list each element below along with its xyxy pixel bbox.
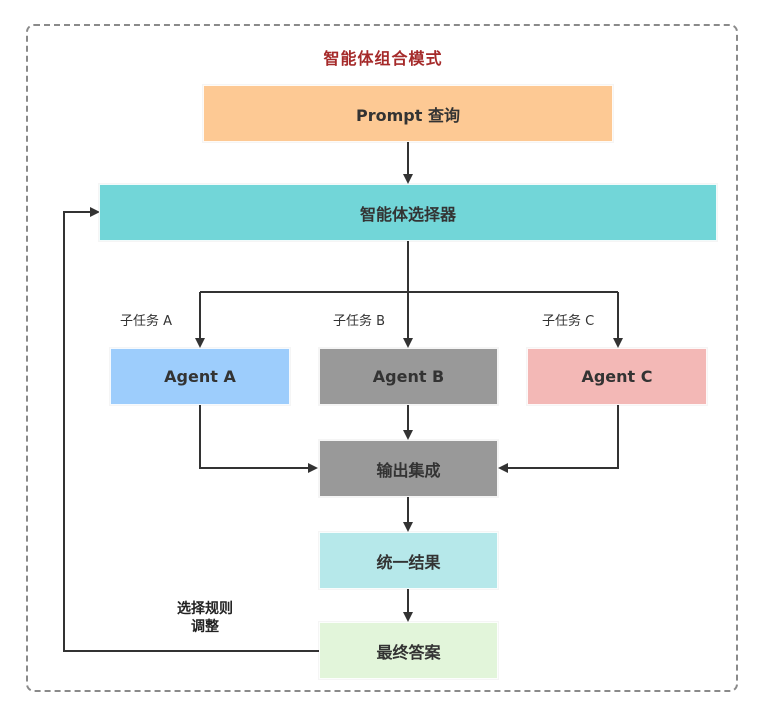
- feedback-label-line2: 调整: [191, 619, 219, 635]
- merge-node: 输出集成: [319, 440, 498, 497]
- selector-node: 智能体选择器: [99, 184, 717, 241]
- final-answer-label: 最终答案: [376, 642, 441, 662]
- prompt-node-label: Prompt 查询: [356, 105, 460, 125]
- agent-b-node: Agent B: [319, 348, 498, 405]
- subtask-b-label: 子任务 B: [333, 314, 386, 329]
- subtask-a-label: 子任务 A: [120, 314, 173, 329]
- unify-node: 统一结果: [319, 532, 498, 589]
- final-answer-node: 最终答案: [319, 622, 498, 679]
- agent-b-label: Agent B: [372, 367, 445, 386]
- agent-a-node: Agent A: [110, 348, 290, 405]
- selector-node-label: 智能体选择器: [359, 204, 456, 224]
- merge-node-label: 输出集成: [376, 460, 441, 480]
- feedback-label: 选择规则 调整: [150, 600, 260, 636]
- unify-node-label: 统一结果: [376, 552, 441, 572]
- prompt-node: Prompt 查询: [203, 85, 613, 142]
- agent-c-label: Agent C: [581, 367, 653, 386]
- agent-a-label: Agent A: [164, 367, 236, 386]
- feedback-label-line1: 选择规则: [177, 601, 233, 617]
- diagram-title: 智能体组合模式: [323, 49, 443, 68]
- agent-c-node: Agent C: [527, 348, 707, 405]
- diagram-frame: [26, 24, 738, 692]
- subtask-c-label: 子任务 C: [542, 314, 595, 329]
